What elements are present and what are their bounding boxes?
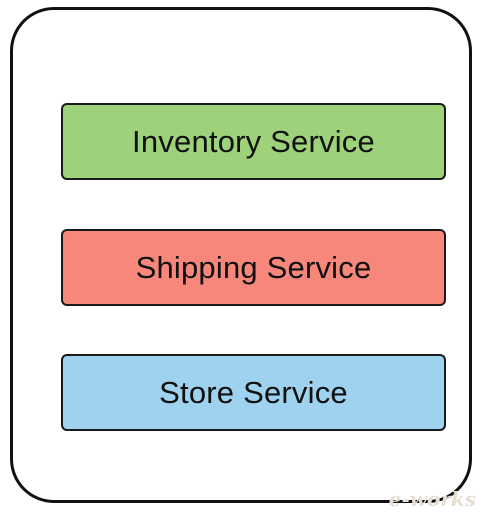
inventory-service-box: Inventory Service <box>61 103 446 180</box>
shipping-service-box: Shipping Service <box>61 229 446 306</box>
store-service-label: Store Service <box>159 374 348 410</box>
store-service-box: Store Service <box>61 354 446 431</box>
inventory-service-label: Inventory Service <box>132 123 375 159</box>
watermark-logo: e-works <box>389 487 476 511</box>
service-container: Inventory Service Shipping Service Store… <box>10 7 472 503</box>
shipping-service-label: Shipping Service <box>135 249 372 285</box>
watermark-text: e-works <box>388 487 476 511</box>
